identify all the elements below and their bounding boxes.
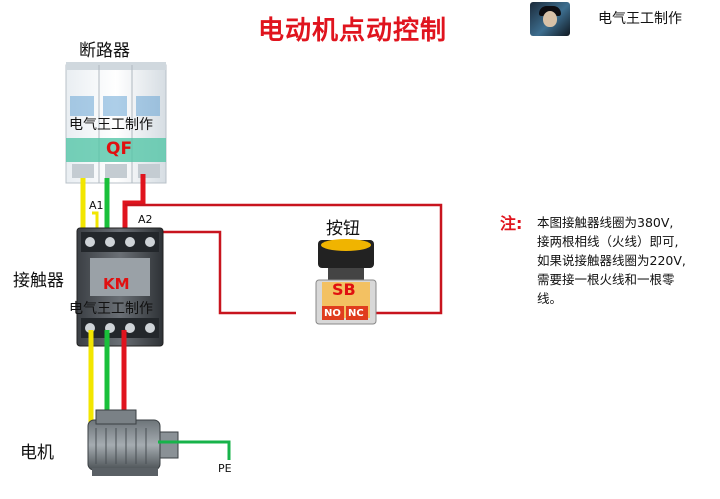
push-button-sb bbox=[315, 239, 377, 325]
note-line: 接两根相线（火线）即可, bbox=[537, 234, 679, 249]
wire-a1 bbox=[92, 211, 99, 232]
note-line: 本图接触器线圈为380V, bbox=[537, 215, 674, 230]
no-contact-label: NO bbox=[324, 308, 341, 319]
author-avatar bbox=[530, 2, 570, 36]
contactor-label: 接触器 bbox=[13, 271, 64, 291]
terminal-a2: A2 bbox=[138, 213, 153, 226]
breaker-label: 断路器 bbox=[79, 41, 130, 61]
note-heading: 注: bbox=[500, 214, 523, 233]
terminal-a1: A1 bbox=[89, 199, 104, 212]
watermark-contactor: 电气王工制作 bbox=[69, 301, 153, 317]
qf-code: QF bbox=[106, 139, 133, 159]
nc-contact-label: NC bbox=[348, 308, 364, 319]
circuit-breaker-qf bbox=[65, 62, 167, 184]
brand-label: 电气王工制作 bbox=[598, 11, 682, 27]
note-line: 如果说接触器线圈为220V, bbox=[537, 253, 686, 268]
sb-code: SB bbox=[332, 280, 356, 299]
note-line: 线。 bbox=[537, 291, 563, 306]
note-line: 需要接一根火线和一根零 bbox=[537, 272, 675, 287]
page-title: 电动机点动控制 bbox=[258, 16, 448, 46]
wire-control-feed bbox=[125, 203, 443, 315]
wire-pe bbox=[158, 440, 231, 460]
button-label: 按钮 bbox=[326, 219, 360, 239]
motor bbox=[87, 409, 179, 476]
wire-l3-top bbox=[122, 174, 146, 232]
contactor-km bbox=[76, 227, 164, 347]
wire-a2-return bbox=[150, 230, 296, 315]
motor-label: 电机 bbox=[20, 443, 54, 463]
watermark-breaker: 电气王工制作 bbox=[69, 117, 153, 133]
terminal-pe: PE bbox=[218, 462, 232, 475]
note-text: 本图接触器线圈为380V, 接两根相线（火线）即可, 如果说接触器线圈为220V… bbox=[537, 213, 717, 308]
km-code: KM bbox=[103, 275, 130, 293]
